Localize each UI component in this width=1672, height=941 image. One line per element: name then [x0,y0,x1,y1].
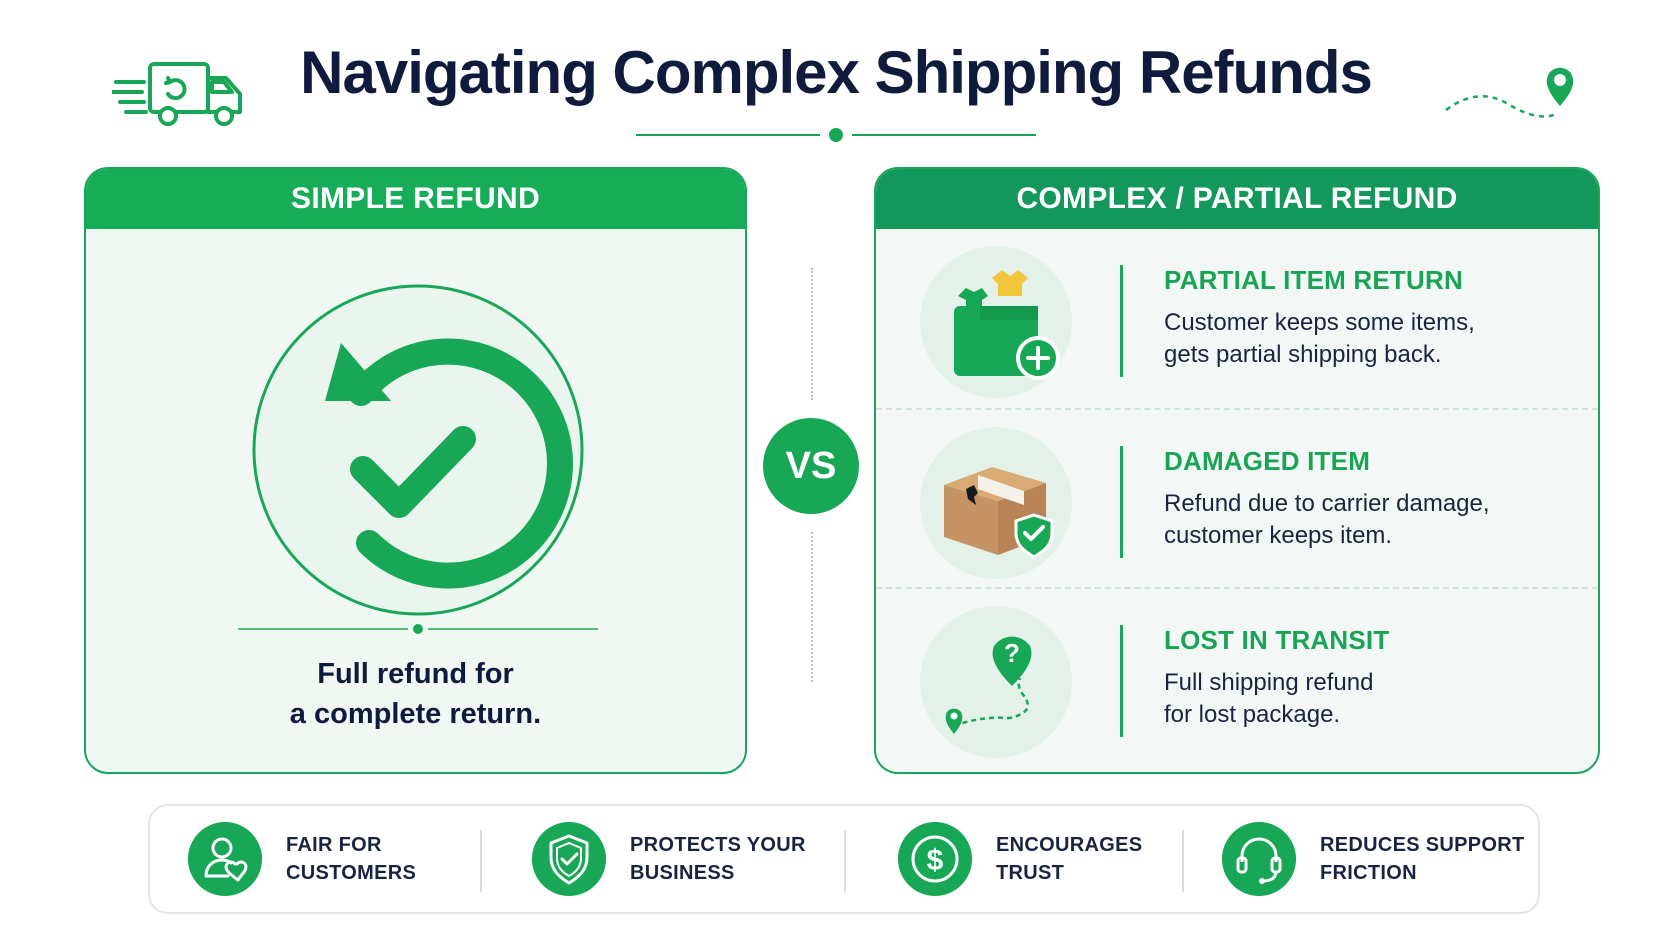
page-title: Navigating Complex Shipping Refunds [300,39,1373,106]
simple-refund-panel: SIMPLE REFUND Full refund for a complete… [84,167,747,774]
row-title: DAMAGED ITEM [1164,446,1371,476]
row-description-line: Refund due to carrier damage, [1164,490,1490,517]
vs-divider-bottom [811,532,813,682]
vs-divider-top [811,268,813,400]
lost-route-pin-icon: ? [920,606,1072,758]
row-description-line: gets partial shipping back. [1164,341,1442,368]
benefit-label-line: BUSINESS [630,862,735,884]
dollar-coin-icon: $ [898,822,972,896]
list-item: PARTIAL ITEM RETURN Customer keeps some … [876,229,1598,408]
headset-icon [1222,822,1296,896]
row-title: LOST IN TRANSIT [1164,625,1390,655]
user-heart-icon [188,822,262,896]
row-separator [1120,625,1123,737]
row-description: Customer keeps some items, gets partial … [1164,307,1584,371]
damaged-box-shield-icon [920,427,1072,579]
row-separator [1120,446,1123,558]
benefit-label: REDUCES SUPPORT FRICTION [1320,831,1525,887]
benefit-divider [480,830,482,892]
simple-refund-heading: SIMPLE REFUND [86,169,745,229]
caption-line: Full refund for [317,658,514,690]
benefit-label: PROTECTS YOUR BUSINESS [630,831,806,887]
complex-refund-heading: COMPLEX / PARTIAL REFUND [876,169,1598,229]
row-description-line: for lost package. [1164,701,1341,728]
benefit-protects-your-business: PROTECTS YOUR BUSINESS [532,806,806,912]
benefit-label-line: ENCOURAGES [996,834,1143,856]
row-description: Refund due to carrier damage, customer k… [1164,488,1584,552]
bag-plus-icon [920,246,1072,398]
benefit-reduces-support-friction: REDUCES SUPPORT FRICTION [1222,806,1525,912]
benefit-label-line: FAIR FOR [286,834,382,856]
benefit-divider [844,830,846,892]
svg-text:?: ? [1004,638,1020,668]
benefit-label: FAIR FOR CUSTOMERS [286,831,416,887]
delivery-truck-icon [112,62,242,126]
benefit-label: ENCOURAGES TRUST [996,831,1142,887]
benefit-label-line: PROTECTS YOUR [630,834,806,856]
row-title: PARTIAL ITEM RETURN [1164,265,1463,295]
row-separator [1120,265,1123,377]
benefits-bar: FAIR FOR CUSTOMERS PROTECTS YOUR BUSINES… [148,804,1540,914]
benefit-encourages-trust: $ ENCOURAGES TRUST [898,806,1142,912]
caption-line: a complete return. [289,698,542,730]
refund-check-icon [252,284,584,616]
simple-refund-caption: Full refund for a complete return. [86,654,745,734]
list-item: ? LOST IN TRANSIT Full shipping refund f… [876,587,1598,766]
map-route-pin-icon [1445,67,1574,118]
list-item: DAMAGED ITEM Refund due to carrier damag… [876,408,1598,587]
benefit-divider [1182,830,1184,892]
caption-divider [238,624,598,634]
row-description-line: Full shipping refund [1164,669,1374,696]
shield-check-icon [532,822,606,896]
row-description-line: Customer keeps some items, [1164,309,1475,336]
complex-refund-panel: COMPLEX / PARTIAL REFUND PARTIAL ITEM RE… [874,167,1600,774]
svg-text:$: $ [927,844,944,877]
benefit-label-line: REDUCES SUPPORT [1320,834,1525,856]
row-description: Full shipping refund for lost package. [1164,667,1584,731]
vs-badge: VS [763,418,859,514]
row-description-line: customer keeps item. [1164,522,1393,549]
benefit-label-line: CUSTOMERS [286,862,417,884]
benefit-fair-for-customers: FAIR FOR CUSTOMERS [188,806,416,912]
title-divider [636,128,1036,142]
benefit-label-line: FRICTION [1320,862,1417,884]
benefit-label-line: TRUST [996,862,1065,884]
